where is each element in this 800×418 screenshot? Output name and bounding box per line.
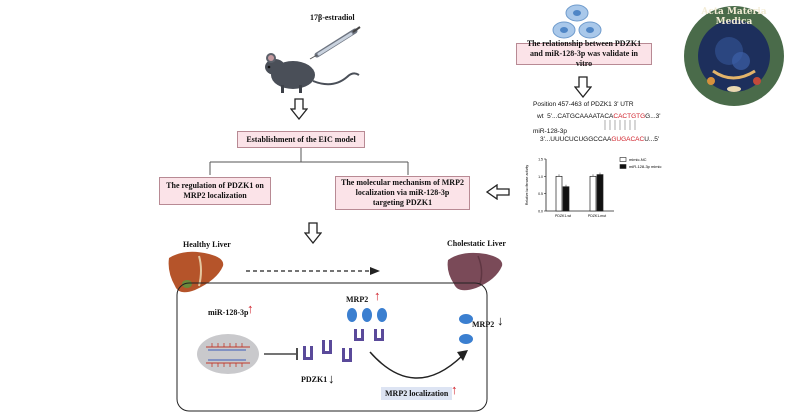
- dashed-arrow: [246, 267, 380, 275]
- regulation-box: The regulation of PDZK1 on MRP2 localiza…: [159, 177, 271, 205]
- hollow-left-arrow-icon: [486, 184, 510, 200]
- pdzk1-protein-icons: [303, 340, 352, 362]
- x-tick-label: PDZK1-mut: [588, 214, 606, 218]
- legend-label: miR-128-3p mimic: [629, 164, 661, 169]
- mrp2-right-label: MRP2: [472, 320, 495, 329]
- y-tick-label: 1.0: [538, 175, 543, 179]
- mouse-icon: [265, 53, 360, 93]
- up-arrow-icon: ↑: [451, 382, 458, 397]
- y-axis-label: Relative luciferase activity: [525, 165, 529, 206]
- bar: [555, 175, 563, 212]
- mir-sequence: 3'...UUUCUCUGGCCAAGUGACACU...5': [540, 136, 660, 143]
- hollow-down-arrow-icon: [290, 98, 308, 120]
- curved-arrow: [369, 350, 468, 379]
- mirna-complex-icon: [197, 334, 259, 374]
- bar: [562, 186, 570, 212]
- cells-illustration: [552, 4, 602, 39]
- base-pairing-lines: [604, 120, 636, 130]
- y-tick-label: 1.5: [538, 158, 543, 162]
- cholestatic-liver-icon: [447, 252, 503, 291]
- eic-model-box: Establishment of the EIC model: [237, 131, 365, 148]
- validation-box: The relationship between PDZK1 and miR-1…: [516, 39, 652, 68]
- legend-label: mimic-NC: [629, 157, 647, 162]
- y-tick-label: 0.0: [538, 210, 543, 214]
- mir-label: miR-128-3p: [533, 128, 567, 135]
- bar: [596, 174, 604, 212]
- wt-sequence: wt 5'...CATGCAAAATACACACTGTGG...3': [537, 113, 661, 120]
- syringe-icon: [309, 26, 361, 60]
- bar: [589, 175, 597, 212]
- y-tick-label: 0.5: [538, 192, 543, 196]
- down-arrow-icon: ↓: [497, 313, 504, 328]
- cell-icon: [565, 4, 589, 22]
- up-arrow-icon: ↑: [247, 301, 254, 316]
- hollow-down-arrow-icon: [574, 76, 592, 98]
- mir-128-3p-label: miR-128-3p: [208, 308, 249, 317]
- mechanism-box: The molecular mechanism of MRP2 localiza…: [335, 176, 470, 210]
- sequence-position-label: Position 457-463 of PDZK1 3' UTR: [533, 101, 634, 108]
- logo-text: Acta Materia Medica: [701, 7, 767, 27]
- branch-connector: [209, 148, 409, 175]
- estradiol-label: 17β-estradiol: [310, 13, 355, 22]
- mrp2-localization-label: MRP2 localization: [381, 387, 453, 400]
- hollow-down-arrow-icon: [304, 222, 322, 244]
- legend-swatch: [619, 164, 627, 169]
- pdzk1-label: PDZK1: [301, 375, 328, 384]
- cell-icon: [552, 21, 576, 39]
- inhibition-line: [264, 348, 298, 360]
- legend-swatch: [619, 157, 627, 162]
- mouse-syringe-illustration: [265, 26, 361, 93]
- journal-logo: Acta Materia Medica: [683, 5, 785, 107]
- mrp2-protein-icons: [347, 308, 387, 341]
- mrp2-top-label: MRP2: [346, 295, 369, 304]
- x-tick-label: PDZK1-wt: [555, 214, 571, 218]
- cholestatic-liver-label: Cholestatic Liver: [447, 239, 506, 248]
- up-arrow-icon: ↑: [374, 288, 381, 303]
- healthy-liver-label: Healthy Liver: [183, 240, 231, 249]
- cell-frame: [176, 282, 488, 412]
- down-arrow-icon: ↓: [328, 371, 335, 386]
- cell-icon: [578, 21, 602, 39]
- membrane-mrp2-icon: [459, 314, 473, 344]
